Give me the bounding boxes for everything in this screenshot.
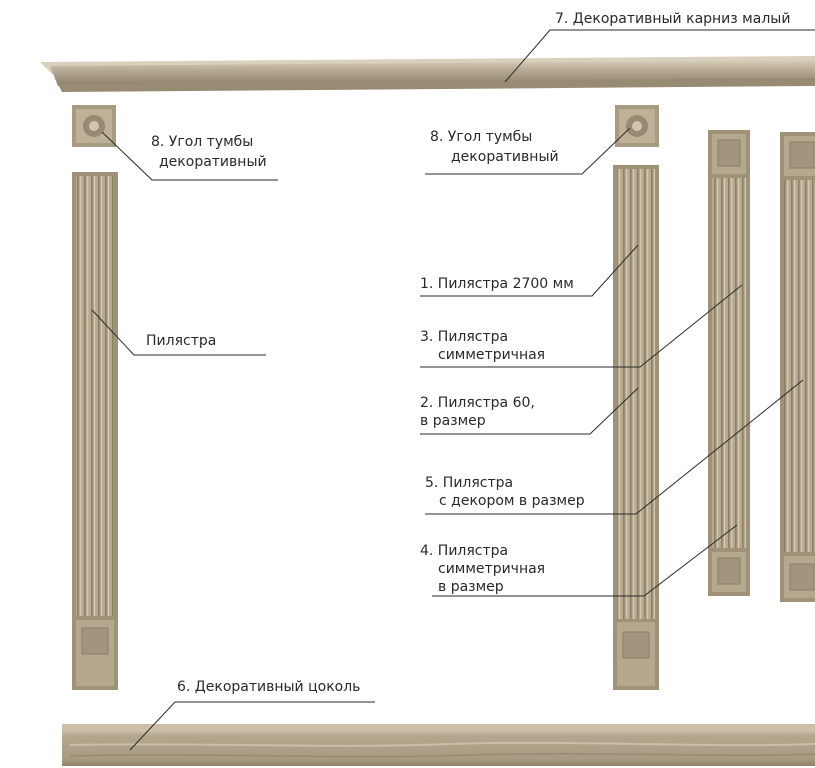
label-corner-right-line1: 8. Угол тумбы: [430, 129, 533, 145]
label-cornice-text: 7. Декоративный карниз малый: [555, 11, 791, 27]
decorative-plinth: [62, 724, 815, 766]
label-corner-right: 8. Угол тумбы декоративный: [430, 128, 559, 166]
label-corner-left-line2: декоративный: [159, 154, 267, 170]
label-p60: 2. Пилястра 60, в размер: [420, 394, 535, 430]
label-corner-right-line2: декоративный: [451, 149, 559, 165]
pilaster-symmetric: [708, 130, 750, 596]
label-symmetric: 3. Пилястра симметричная: [420, 328, 545, 364]
decorative-cornice: [40, 56, 815, 92]
pilaster-2700: [613, 165, 659, 690]
label-pilaster-2700-text: 1. Пилястра 2700 мм: [420, 276, 574, 292]
label-decor-line1: 5. Пилястра: [425, 475, 514, 491]
label-decor: 5. Пилястра с декором в размер: [425, 474, 585, 510]
label-symmetric-line2: симметричная: [438, 347, 546, 363]
corner-block-left: [72, 105, 116, 147]
label-pilaster-2700: 1. Пилястра 2700 мм: [420, 275, 574, 293]
label-symmetric-line1: 3. Пилястра: [420, 329, 509, 345]
label-p60-line2: в размер: [420, 413, 486, 429]
label-symsize-line1: 4. Пилястра: [420, 543, 509, 559]
label-plinth-text: 6. Декоративный цоколь: [177, 679, 361, 695]
corner-block-right: [615, 105, 659, 147]
label-corner-left-line1: 8. Угол тумбы: [151, 134, 254, 150]
label-cornice: 7. Декоративный карниз малый: [555, 10, 790, 28]
label-decor-line2: с декором в размер: [439, 493, 585, 509]
label-symsize-line3: в размер: [438, 579, 504, 595]
label-symsize: 4. Пилястра симметричная в размер: [420, 542, 545, 596]
label-p60-line1: 2. Пилястра 60,: [420, 395, 535, 411]
pilaster-with-decor: [780, 132, 815, 602]
label-pilaster-left-text: Пилястра: [146, 333, 217, 349]
label-symsize-line2: симметричная: [438, 561, 546, 577]
pilaster-left: [72, 172, 118, 690]
label-pilaster-left: Пилястра: [146, 332, 216, 350]
label-corner-left: 8. Угол тумбы декоративный: [151, 133, 267, 171]
label-plinth: 6. Декоративный цоколь: [177, 678, 360, 696]
